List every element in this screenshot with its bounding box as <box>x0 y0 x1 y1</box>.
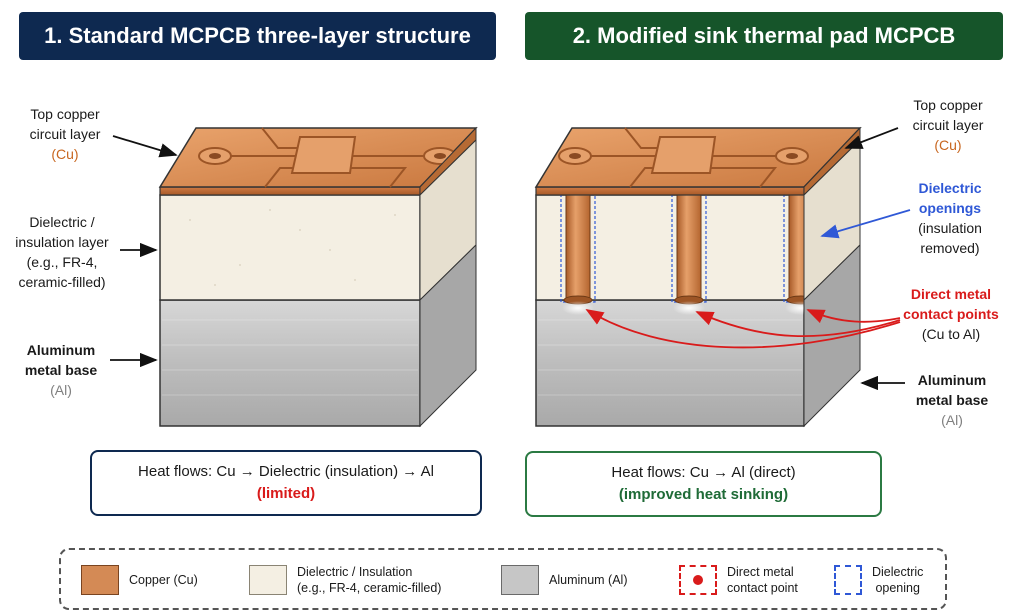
legend-contact-point: Direct metal contact point <box>679 563 798 597</box>
heat-flow-standard: Heat flows: Cu → Dielectric (insulation)… <box>90 450 482 516</box>
heat-flow-modified: Heat flows: Cu → Al (direct) (improved h… <box>525 451 882 517</box>
copper-swatch <box>81 565 119 595</box>
contact-point-arrows <box>585 309 901 349</box>
legend: Copper (Cu) Dielectric / Insulation (e.g… <box>59 548 947 610</box>
copper-via-2 <box>676 194 702 301</box>
arrow-dielectric-openings <box>820 209 911 239</box>
copper-edge <box>159 186 421 196</box>
label-left-dielectric: Dielectric / insulation layer (e.g., FR-… <box>15 214 109 290</box>
center-pad <box>290 136 357 174</box>
legend-aluminum: Aluminum (Al) <box>501 563 628 597</box>
mcpcb-diagram <box>110 126 911 428</box>
copper-via-1 <box>565 194 591 301</box>
heat-flow-modified-path: Heat flows: Cu → Al (direct) <box>611 464 796 481</box>
dielectric-opening-icon <box>834 565 862 595</box>
dielectric-layer <box>159 194 421 301</box>
label-right-aluminum: Aluminum metal base (Al) <box>915 372 989 428</box>
legend-dielectric-opening: Dielectric opening <box>834 563 923 597</box>
heat-flow-modified-note: (improved heat sinking) <box>618 486 789 503</box>
heat-flow-standard-path: Heat flows: Cu → Dielectric (insulation)… <box>138 463 434 480</box>
contact-point-1 <box>562 301 594 315</box>
arrow-right-copper <box>844 127 899 149</box>
label-left-aluminum: Aluminum metal base (Al) <box>24 342 98 398</box>
title-standard-mcpcb: 1. Standard MCPCB three-layer structure <box>19 12 496 60</box>
aluminum-swatch <box>501 565 539 595</box>
label-direct-metal-contact: Direct metal contact points (Cu to Al) <box>903 286 999 342</box>
label-dielectric-openings: Dielectric openings (insulation removed) <box>918 180 982 256</box>
standard-mcpcb-block <box>158 126 478 428</box>
heat-flow-standard-note: (limited) <box>256 485 316 502</box>
legend-copper: Copper (Cu) <box>81 563 198 597</box>
dielectric-swatch <box>249 565 287 595</box>
contact-point-icon <box>679 565 717 595</box>
label-left-copper: Top copper circuit layer (Cu) <box>29 106 101 162</box>
arrow-left-copper <box>112 135 178 158</box>
label-right-copper: Top copper circuit layer (Cu) <box>912 97 984 153</box>
aluminum-layer-right <box>535 299 805 427</box>
legend-dielectric: Dielectric / Insulation (e.g., FR-4, cer… <box>249 563 441 597</box>
title-modified-mcpcb: 2. Modified sink thermal pad MCPCB <box>525 12 1003 60</box>
modified-mcpcb-block <box>534 126 862 428</box>
aluminum-layer <box>159 299 421 427</box>
